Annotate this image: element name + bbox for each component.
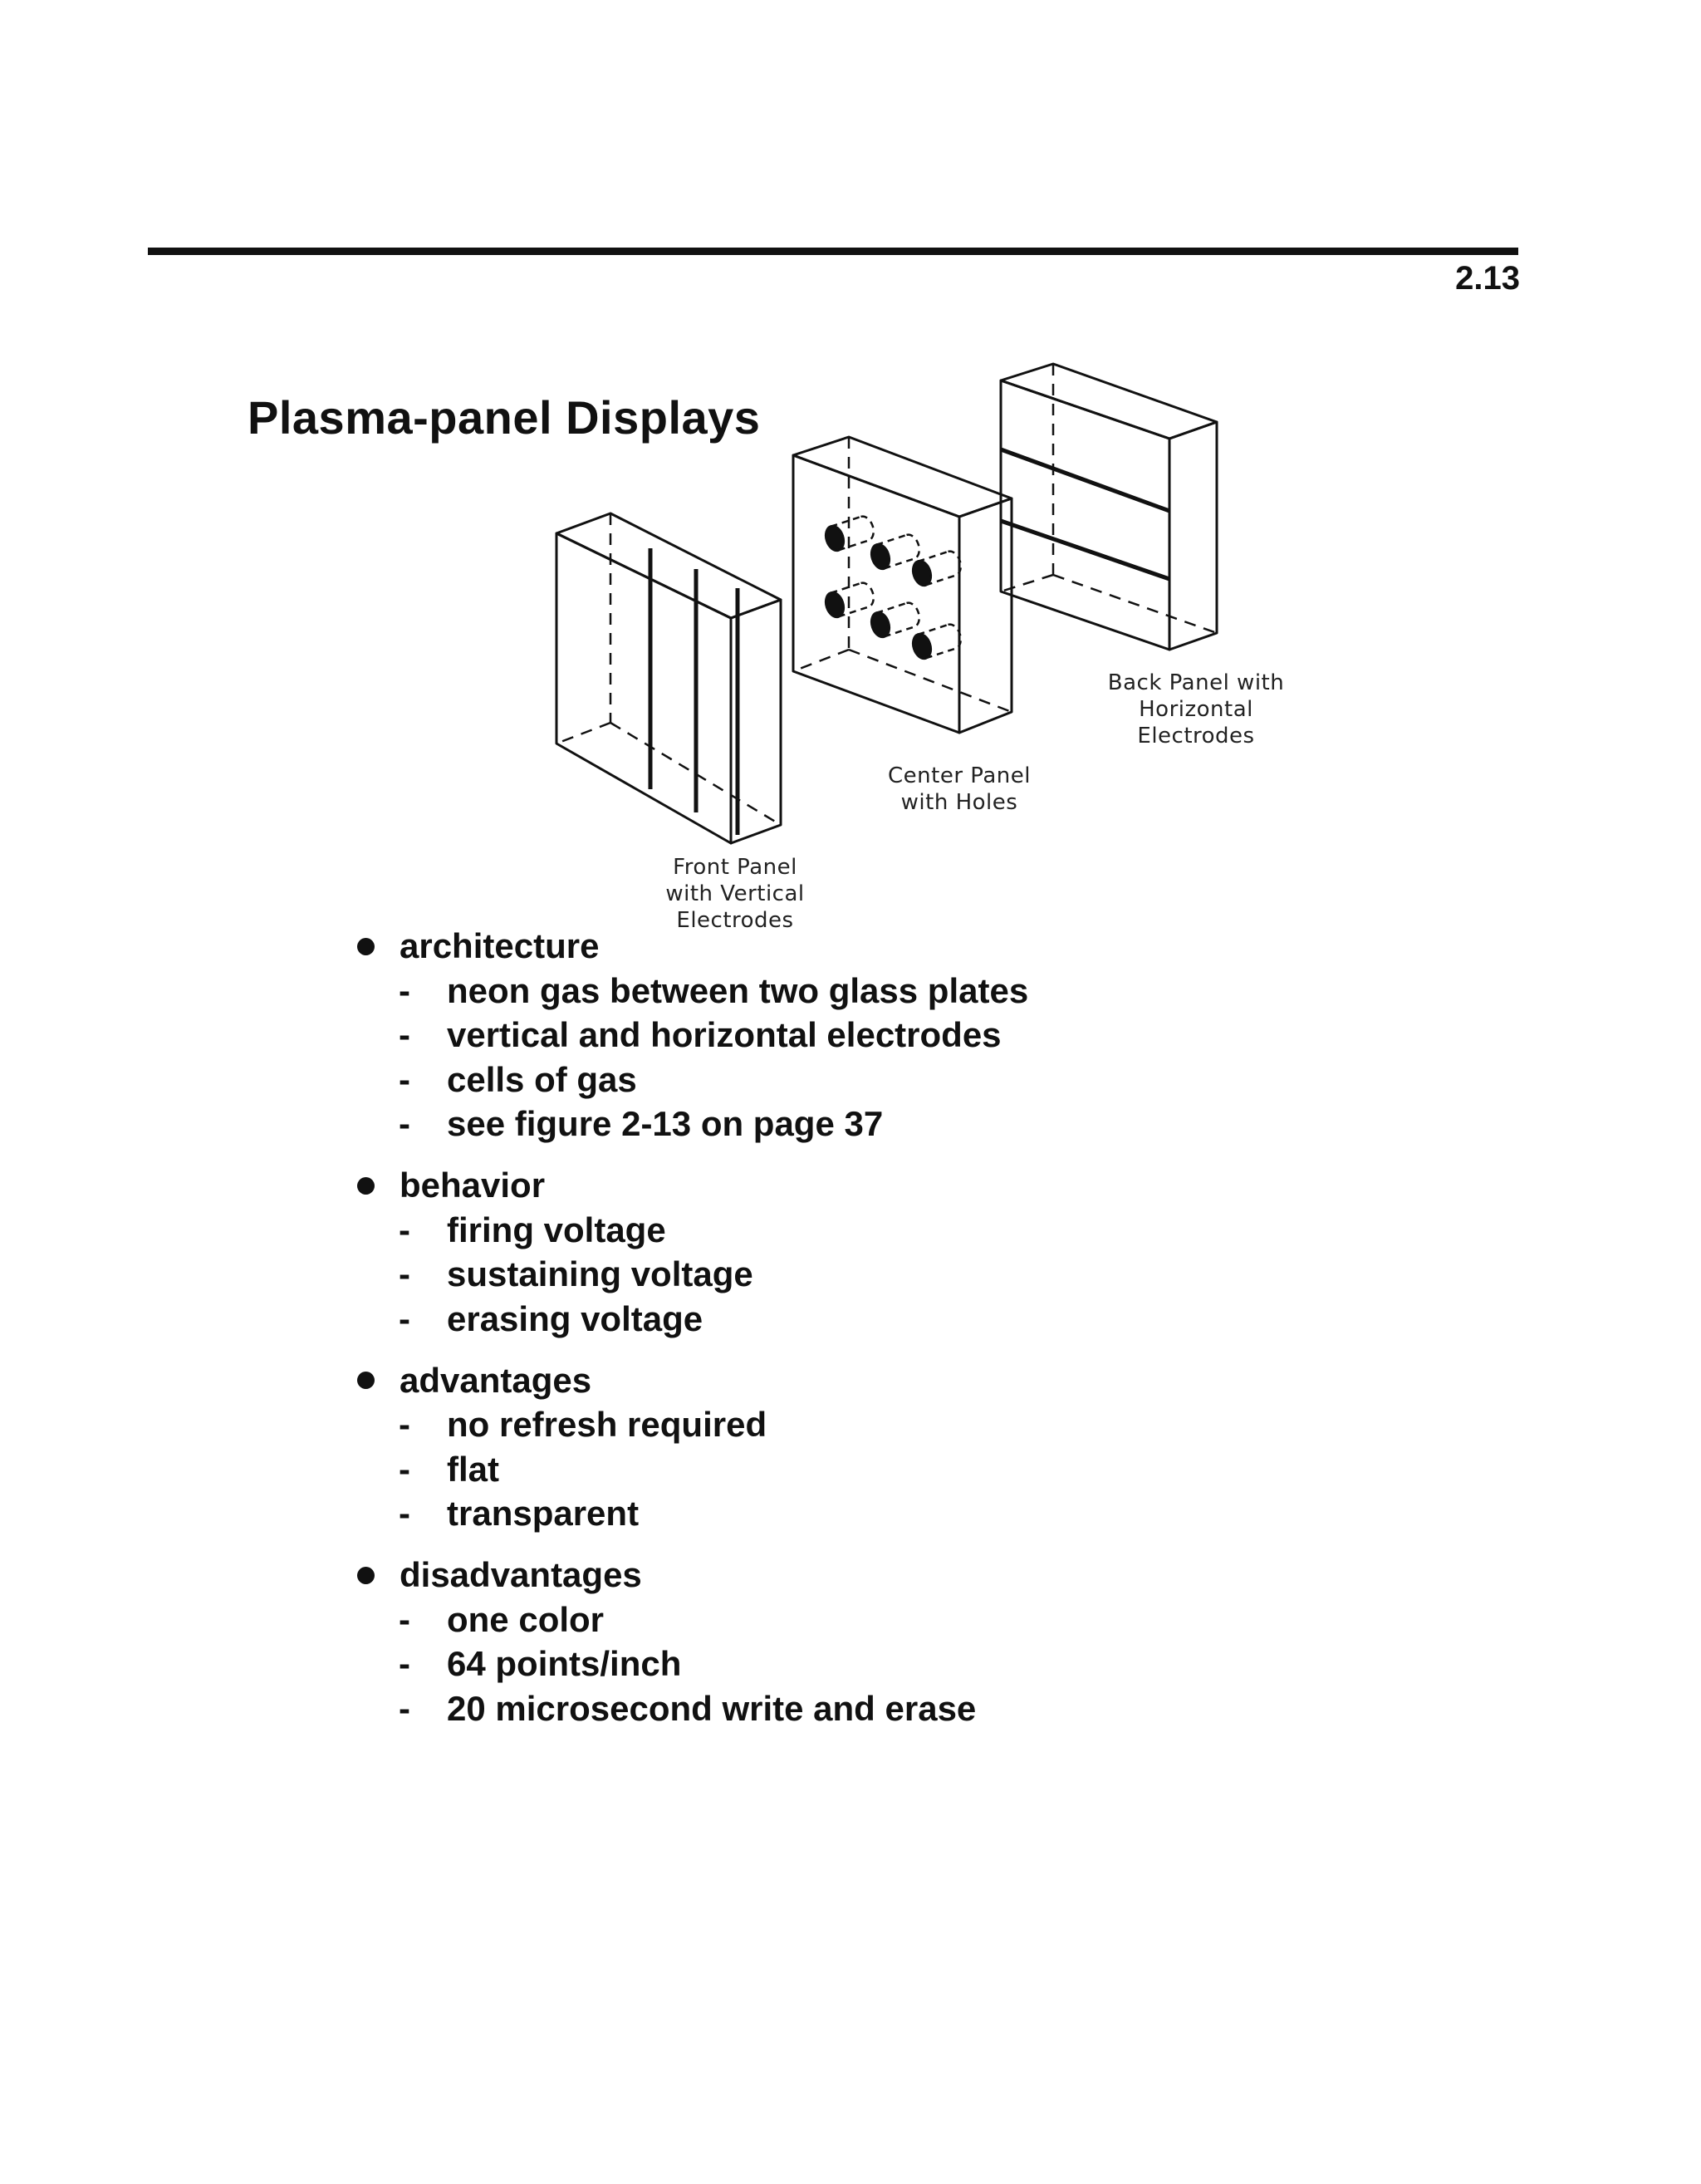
bullet-dot	[357, 1176, 375, 1195]
dash-marker: -	[399, 1059, 410, 1099]
list-item: -sustaining voltage	[399, 1254, 753, 1294]
center-panel-caption: Center Panel with Holes	[888, 763, 1031, 815]
section-advantages: advantages -no refresh required -flat -t…	[357, 1358, 1603, 1537]
dash-marker: -	[399, 1210, 410, 1249]
list-item: -64 points/inch	[399, 1644, 682, 1684]
gas-cell-holes	[824, 515, 962, 660]
list-item: -cells of gas	[399, 1059, 637, 1099]
section-architecture: architecture -neon gas between two glass…	[357, 924, 1603, 1146]
plasma-panel-diagram	[555, 362, 1218, 845]
back-panel	[999, 362, 1218, 651]
list-item: -vertical and horizontal electrodes	[399, 1015, 1002, 1055]
page-number: 2.13	[1455, 260, 1520, 297]
section-behavior: behavior -firing voltage -sustaining vol…	[357, 1163, 1603, 1342]
dash-marker: -	[399, 1405, 410, 1445]
list-item: -no refresh required	[399, 1405, 767, 1445]
dash-marker: -	[399, 1644, 410, 1684]
dash-marker: -	[399, 1254, 410, 1294]
section-heading: behavior	[400, 1166, 546, 1205]
front-panel-caption: Front Panel with Vertical Electrodes	[665, 855, 805, 933]
section-heading: advantages	[400, 1360, 592, 1400]
bullet-dot	[357, 1372, 375, 1389]
dash-marker: -	[399, 1015, 410, 1055]
dash-marker: -	[399, 1298, 410, 1338]
dash-marker: -	[399, 1494, 410, 1534]
section-disadvantages: disadvantages -one color -64 points/inch…	[357, 1553, 1603, 1731]
list-item: -20 microsecond write and erase	[399, 1688, 977, 1728]
list-item: -erasing voltage	[399, 1298, 703, 1338]
front-panel	[555, 512, 782, 845]
section-heading: disadvantages	[400, 1555, 642, 1594]
bullet-list: architecture -neon gas between two glass…	[357, 924, 1603, 1748]
dash-marker: -	[399, 970, 410, 1010]
dash-marker: -	[399, 1104, 410, 1144]
list-item: -transparent	[399, 1494, 640, 1534]
back-panel-caption: Back Panel with Horizontal Electrodes	[1107, 670, 1285, 748]
list-item: -see figure 2-13 on page 37	[399, 1104, 884, 1144]
dash-marker: -	[399, 1688, 410, 1728]
bullet-dot	[357, 1566, 375, 1584]
page-title: Plasma-panel Displays	[248, 391, 761, 444]
list-item: -firing voltage	[399, 1210, 666, 1249]
dash-marker: -	[399, 1599, 410, 1639]
list-item: -neon gas between two glass plates	[399, 970, 1029, 1010]
bullet-dot	[357, 937, 375, 955]
header-rule	[148, 248, 1518, 255]
list-item: -one color	[399, 1599, 605, 1639]
list-item: -flat	[399, 1449, 499, 1489]
section-heading: architecture	[400, 926, 600, 965]
dash-marker: -	[399, 1449, 410, 1489]
center-panel	[792, 435, 1013, 734]
